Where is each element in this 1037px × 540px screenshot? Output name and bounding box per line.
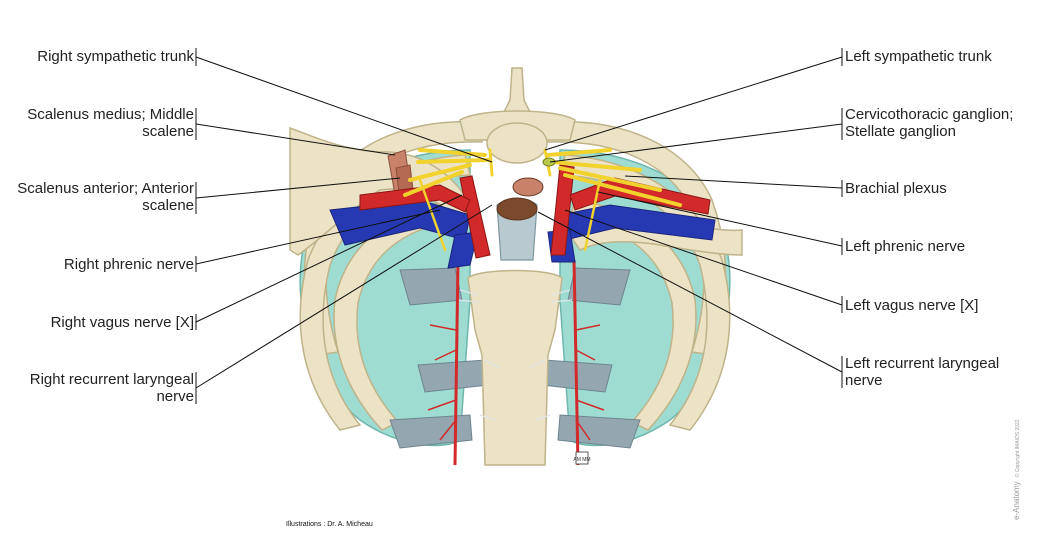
leader-right-recurrent-laryngeal — [195, 204, 493, 404]
label-left-phrenic-nerve: Left phrenic nerve — [845, 238, 966, 255]
label-scalenus-anterior: Scalenus anterior; Anterior scalene — [17, 180, 194, 214]
label-stellate-ganglion: Cervicothoracic ganglion; Stellate gangl… — [845, 106, 1014, 140]
rib-3-right — [333, 199, 461, 431]
right-internal-thoracic-artery — [453, 259, 460, 466]
rib-3-left — [569, 199, 697, 431]
sternum — [467, 269, 563, 466]
label-brachial-plexus: Brachial plexus — [845, 180, 947, 197]
label-right-vagus-nerve: Right vagus nerve [X] — [50, 314, 194, 331]
leader-scalenus-medius — [195, 108, 396, 156]
cartilage-1-right — [399, 267, 463, 306]
label-right-recurrent-laryngeal-nerve: Right recurrent laryngeal nerve — [29, 371, 194, 405]
label-right-sympathetic-trunk: Right sympathetic trunk — [37, 48, 194, 65]
spinous-process — [502, 67, 532, 113]
leader-scalenus-anterior — [195, 177, 401, 214]
illustration-credit: Illustrations : Dr. A. Micheau — [286, 521, 373, 528]
label-left-sympathetic-trunk: Left sympathetic trunk — [845, 48, 992, 65]
leader-left-phrenic-nerve — [597, 191, 843, 255]
cartilage-2-right — [417, 359, 489, 393]
label-left-vagus-nerve: Left vagus nerve [X] — [845, 297, 979, 314]
internal-thoracic-arteries — [427, 259, 605, 466]
right-brachial-plexus — [403, 148, 490, 197]
leader-right-vagus-nerve — [195, 194, 463, 330]
cartilage-1-left — [567, 267, 631, 306]
leader-stellate-ganglion — [549, 108, 843, 163]
vertebra — [459, 67, 576, 164]
costal-cartilages — [389, 267, 641, 449]
leader-right-phrenic-nerve — [195, 209, 441, 272]
leader-lines — [195, 48, 843, 404]
spinal-cord-section — [512, 177, 544, 197]
label-scalenus-medius: Scalenus medius; Middle scalene — [27, 106, 194, 140]
rib-1-left — [547, 120, 727, 356]
signature-mark: AM MM — [573, 451, 591, 465]
stellate-ganglion-shape — [542, 157, 556, 167]
signature-text: AM MM — [573, 457, 590, 463]
cartilage-3-left — [557, 414, 641, 449]
leader-brachial-plexus — [624, 175, 843, 197]
leader-left-sympathetic-trunk — [544, 48, 843, 151]
right-phrenic-nerve-path — [418, 178, 447, 252]
leader-right-sympathetic-trunk — [195, 48, 493, 163]
label-left-recurrent-laryngeal-nerve: Left recurrent laryngeal nerve — [845, 355, 1000, 389]
left-common-carotid — [550, 164, 575, 256]
left-internal-thoracic-artery — [572, 259, 580, 466]
brand-name: e-Anatomy — [1012, 481, 1021, 520]
sternal-ligaments — [457, 289, 573, 421]
label-right-phrenic-nerve: Right phrenic nerve — [63, 256, 194, 273]
leader-left-recurrent-laryngeal — [537, 211, 843, 388]
vertebral-body — [486, 122, 548, 164]
leader-left-vagus-nerve — [564, 209, 843, 313]
brand-copyright: © Copyright IMAIOS 2022 — [1015, 419, 1021, 478]
esophagus — [496, 197, 538, 221]
right-common-carotid — [459, 175, 491, 259]
right-subclavian-artery — [359, 184, 471, 213]
cartilage-3-right — [389, 414, 473, 449]
superior-vena-cava — [447, 231, 479, 269]
brand-watermark: e-Anatomy © Copyright IMAIOS 2022 — [1012, 419, 1021, 520]
left-brachial-plexus — [546, 148, 682, 207]
